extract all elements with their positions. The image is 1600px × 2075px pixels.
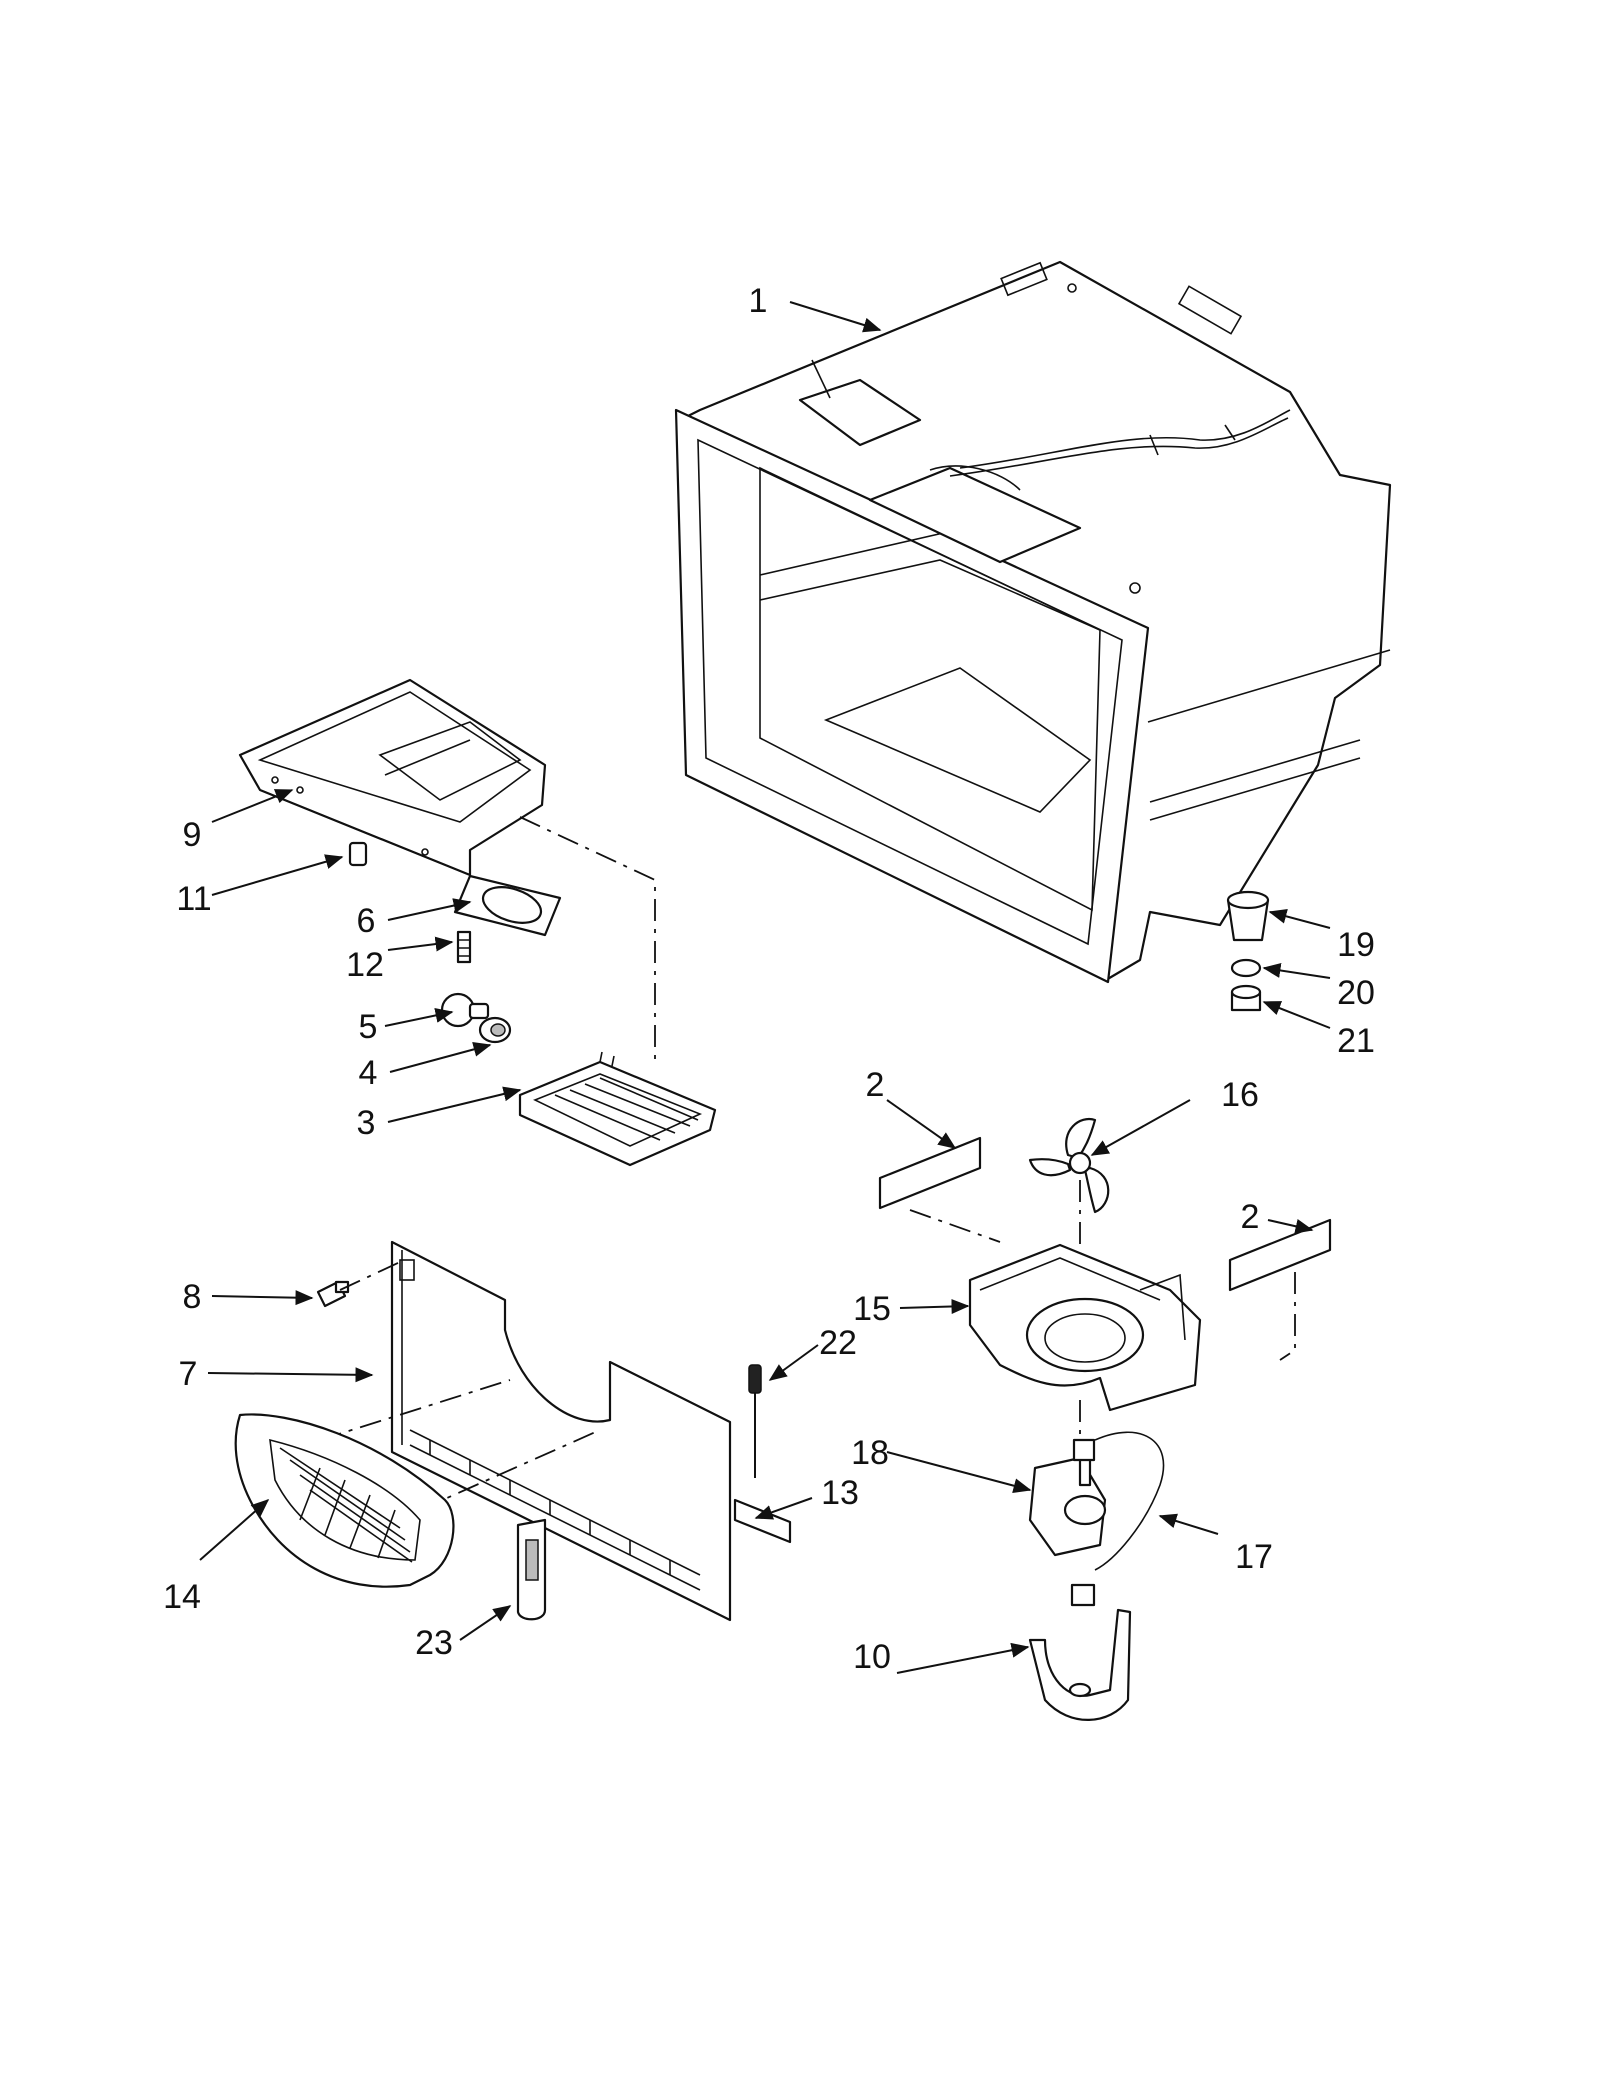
callout-8: 8 xyxy=(183,1278,202,1316)
callout-14: 14 xyxy=(163,1578,201,1616)
part-23-cover xyxy=(516,1518,547,1621)
callout-12: 12 xyxy=(346,946,384,984)
callout-1: 1 xyxy=(749,282,768,320)
callout-5: 5 xyxy=(359,1008,378,1046)
part-11-switch xyxy=(348,841,368,867)
part-19-spout xyxy=(1226,890,1270,942)
part-20-gasket xyxy=(1230,958,1262,978)
part-21-nut xyxy=(1230,984,1262,1012)
part-8-screw xyxy=(316,1280,350,1308)
callout-15: 15 xyxy=(853,1290,891,1328)
callout-9: 9 xyxy=(183,816,202,854)
part-12-screw xyxy=(456,930,472,964)
callout-19: 19 xyxy=(1337,926,1375,964)
callout-labels: 1 2 2 3 4 5 6 7 8 9 10 11 12 13 14 15 16… xyxy=(163,282,1375,1676)
part-4-lens xyxy=(478,1016,512,1044)
callout-7: 7 xyxy=(179,1355,198,1393)
part-3-tray xyxy=(518,1051,717,1167)
callout-18: 18 xyxy=(851,1434,889,1472)
part-10-bracket xyxy=(1028,1608,1132,1721)
callout-20: 20 xyxy=(1337,974,1375,1012)
part-1-freezer-liner xyxy=(674,260,1392,984)
callout-23: 23 xyxy=(415,1624,453,1662)
part-18-motor xyxy=(1028,1438,1107,1607)
part-14-grille xyxy=(234,1413,455,1588)
leader-lines xyxy=(199,301,1331,1674)
callout-2-right: 2 xyxy=(1241,1198,1260,1236)
callout-6: 6 xyxy=(357,902,376,940)
callout-4: 4 xyxy=(359,1054,378,1092)
part-13-strip xyxy=(733,1498,792,1544)
part-6-lamp-socket xyxy=(453,874,562,937)
callout-13: 13 xyxy=(821,1474,859,1512)
part-9-housing xyxy=(238,678,547,877)
part-22-thermistor xyxy=(748,1364,762,1478)
callout-17: 17 xyxy=(1235,1538,1273,1576)
part-16-fan-blade xyxy=(1028,1117,1110,1214)
part-15-shroud xyxy=(968,1180,1202,1440)
part-7-panel xyxy=(390,1240,732,1622)
part-2-pad-left xyxy=(878,1136,982,1210)
callout-3: 3 xyxy=(357,1104,376,1142)
callout-11: 11 xyxy=(176,880,211,918)
part-5-bulb xyxy=(440,992,490,1028)
callout-21: 21 xyxy=(1337,1022,1375,1060)
callout-16: 16 xyxy=(1221,1076,1259,1114)
callout-2-left: 2 xyxy=(866,1066,885,1104)
callout-22: 22 xyxy=(819,1324,857,1362)
callout-10: 10 xyxy=(853,1638,891,1676)
